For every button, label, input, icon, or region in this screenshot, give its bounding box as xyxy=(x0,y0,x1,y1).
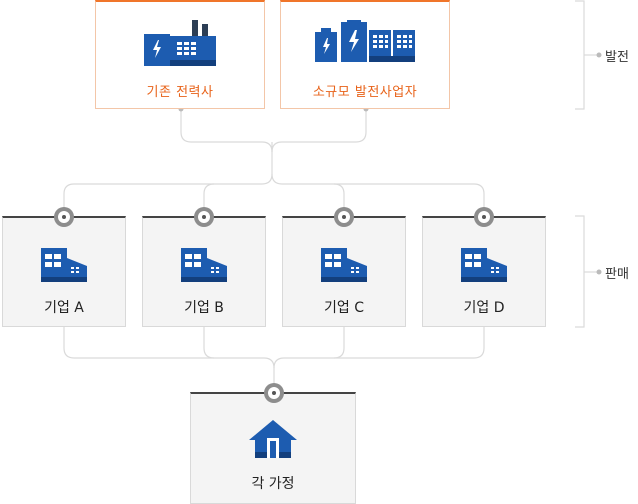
category-label-generation: 발전 xyxy=(605,50,629,65)
connector-node xyxy=(474,207,494,227)
generation-box-existing-utility: 기존 전력사 xyxy=(95,0,265,109)
sales-box-company-b: 기업 B xyxy=(142,216,266,327)
connector-node xyxy=(334,207,354,227)
company-building-icon xyxy=(3,248,125,282)
connector-node xyxy=(264,383,284,403)
company-building-icon xyxy=(283,248,405,282)
company-label: 기업 D xyxy=(463,300,505,316)
consumer-label: 각 가정 xyxy=(251,476,295,492)
company-building-icon xyxy=(143,248,265,282)
company-building-icon xyxy=(423,248,545,282)
consumer-box-households: 각 가정 xyxy=(190,392,356,504)
category-label-sales: 판매 xyxy=(605,267,629,282)
company-label: 기업 C xyxy=(324,300,364,316)
generation-label: 기존 전력사 xyxy=(146,85,214,100)
sales-box-company-c: 기업 C xyxy=(282,216,406,327)
generation-box-small-producer: 소규모 발전사업자 xyxy=(280,0,450,109)
power-plant-icon xyxy=(96,20,264,66)
company-label: 기업 A xyxy=(44,300,84,316)
sales-box-company-a: 기업 A xyxy=(2,216,126,327)
generation-label: 소규모 발전사업자 xyxy=(312,85,418,100)
connector-node xyxy=(194,207,214,227)
sales-box-company-d: 기업 D xyxy=(422,216,546,327)
house-icon xyxy=(191,420,355,458)
company-label: 기업 B xyxy=(184,300,224,316)
connector-node xyxy=(54,207,74,227)
small-power-producer-icon xyxy=(281,20,449,62)
